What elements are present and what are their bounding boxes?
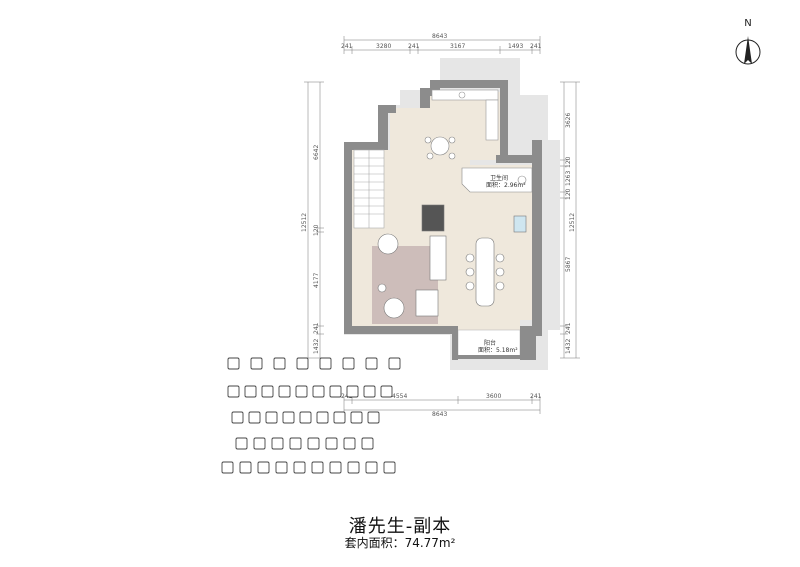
glyph-box <box>380 385 393 398</box>
glyph-box <box>250 357 263 370</box>
room-label-bathroom: 卫生间 <box>490 174 508 182</box>
dimension-bottom <box>343 396 541 414</box>
dim-right-5: 5867 <box>565 257 572 272</box>
dim-left-5: 1432 <box>313 339 320 354</box>
dim-top-5: 1493 <box>508 43 523 50</box>
glyph-box <box>271 437 284 450</box>
glyph-box <box>388 357 401 370</box>
walls <box>344 80 542 360</box>
glyph-box <box>261 385 274 398</box>
dim-top-3: 241 <box>408 43 420 50</box>
glyph-box <box>329 385 342 398</box>
dim-right-4: 120 <box>565 188 572 200</box>
dim-bottom-2: 4554 <box>392 393 407 400</box>
glyph-box <box>282 411 295 424</box>
glyph-box <box>299 411 312 424</box>
glyph-box <box>311 461 324 474</box>
north-compass: N <box>733 18 763 78</box>
room-label-balcony: 阳台 <box>484 339 496 347</box>
glyph-box <box>253 437 266 450</box>
glyph-box <box>265 411 278 424</box>
glyph-box <box>257 461 270 474</box>
dim-bottom-4: 241 <box>530 393 542 400</box>
glyph-box <box>307 437 320 450</box>
glyph-box <box>367 411 380 424</box>
glyph-box <box>296 357 309 370</box>
dimension-top <box>343 36 541 54</box>
glyph-box <box>278 385 291 398</box>
plan-area: 套内面积：74.77m² <box>344 536 456 550</box>
dim-bottom-3: 3600 <box>486 393 501 400</box>
dining-set <box>424 136 456 160</box>
dim-right-3: 1263 <box>565 171 572 186</box>
glyph-box <box>221 461 234 474</box>
glyph-box <box>333 411 346 424</box>
glyph-box <box>295 385 308 398</box>
dim-top-2: 3280 <box>376 43 391 50</box>
glyph-box <box>227 385 240 398</box>
glyph-box <box>361 437 374 450</box>
compass-label: N <box>744 18 752 29</box>
dim-top-4: 3167 <box>450 43 465 50</box>
long-table <box>465 215 527 307</box>
glyph-box <box>383 461 396 474</box>
living-furniture <box>377 204 447 319</box>
room-area-balcony: 面积：5.18m² <box>478 346 518 354</box>
glyph-box <box>346 385 359 398</box>
dim-top-6: 241 <box>530 43 542 50</box>
bathroom <box>461 167 533 193</box>
dim-left-2: 120 <box>313 224 320 236</box>
dim-top-1: 241 <box>341 43 353 50</box>
glyph-box <box>239 461 252 474</box>
glyph-box <box>273 357 286 370</box>
dim-right-total: 12512 <box>569 213 576 232</box>
dim-right-7: 1432 <box>565 339 572 354</box>
glyph-box <box>235 437 248 450</box>
glyph-box <box>343 437 356 450</box>
glyph-box <box>227 357 240 370</box>
glyph-box <box>248 411 261 424</box>
dim-left-4: 241 <box>313 322 320 334</box>
glyph-box <box>365 461 378 474</box>
dim-right-6: 241 <box>565 322 572 334</box>
dim-left-1: 6642 <box>313 145 320 160</box>
glyph-box <box>342 357 355 370</box>
glyph-box <box>289 437 302 450</box>
glyph-box <box>325 437 338 450</box>
glyph-box <box>244 385 257 398</box>
dimension-left <box>304 81 324 359</box>
glyph-box <box>316 411 329 424</box>
glyph-box <box>347 461 360 474</box>
glyph-box <box>275 461 288 474</box>
dim-left-total: 12512 <box>301 213 308 232</box>
glyph-box <box>293 461 306 474</box>
glyph-box <box>312 385 325 398</box>
dimension-right <box>560 81 580 359</box>
staircase <box>353 149 385 229</box>
dim-right-1: 3626 <box>565 113 572 128</box>
dim-right-2: 120 <box>565 156 572 168</box>
room-area-bathroom: 面积：2.96m² <box>486 181 526 189</box>
plan-title: 潘先生-副本 <box>348 516 452 537</box>
glyph-placeholder-rows <box>221 357 401 474</box>
kitchen-counter <box>431 89 499 141</box>
glyph-box <box>319 357 332 370</box>
glyph-box <box>363 385 376 398</box>
glyph-box <box>365 357 378 370</box>
dim-top-total: 8643 <box>432 33 447 40</box>
dim-bottom-total: 8643 <box>432 411 447 418</box>
dim-left-3: 4177 <box>313 273 320 288</box>
glyph-box <box>329 461 342 474</box>
glyph-box <box>231 411 244 424</box>
north-arrow-icon <box>735 36 761 65</box>
glyph-box <box>350 411 363 424</box>
